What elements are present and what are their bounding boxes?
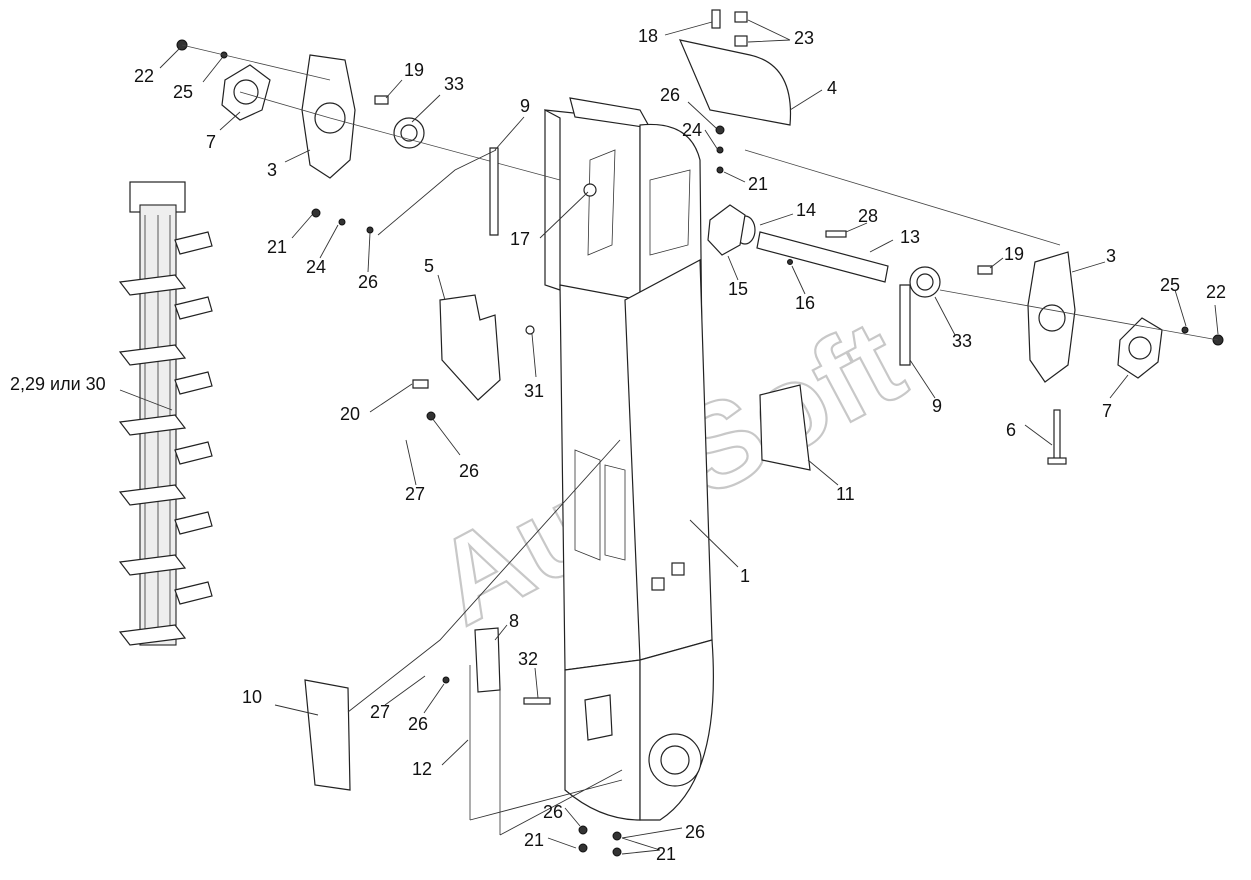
callout-22: 22 xyxy=(1206,282,1226,302)
callout-24: 24 xyxy=(306,257,326,277)
callout-27: 27 xyxy=(370,702,390,722)
callout-26: 26 xyxy=(459,461,479,481)
right-bearing-group xyxy=(744,149,1224,465)
callout-11: 11 xyxy=(836,484,855,504)
callout-27: 27 xyxy=(405,484,425,504)
callout-labels: 22 25 7 3 19 33 9 17 21 24 26 5 20 31 26… xyxy=(10,26,1226,864)
callout-3: 3 xyxy=(1106,246,1116,266)
callout-9: 9 xyxy=(932,396,942,416)
callout-19: 19 xyxy=(404,60,424,80)
callout-7: 7 xyxy=(206,132,216,152)
callout-10: 10 xyxy=(242,687,262,707)
shaft-group xyxy=(707,204,889,283)
callout-21: 21 xyxy=(267,237,287,257)
callout-26: 26 xyxy=(543,802,563,822)
left-bearing-group xyxy=(176,39,561,181)
callout-26: 26 xyxy=(408,714,428,734)
plates-group xyxy=(311,147,911,471)
callout-19: 19 xyxy=(1004,244,1024,264)
bottom-parts-group xyxy=(304,627,622,857)
callout-8: 8 xyxy=(509,611,519,631)
callout-33: 33 xyxy=(444,74,464,94)
leader-lines xyxy=(119,19,1219,855)
callout-4: 4 xyxy=(827,78,837,98)
callout-31: 31 xyxy=(524,381,544,401)
callout-14: 14 xyxy=(796,200,816,220)
chain-assembly-part-2 xyxy=(118,181,213,646)
callout-25: 25 xyxy=(1160,275,1180,295)
callout-7: 7 xyxy=(1102,401,1112,421)
callout-20: 20 xyxy=(340,404,360,424)
callout-1: 1 xyxy=(740,566,750,586)
callout-5: 5 xyxy=(424,256,434,276)
callout-23: 23 xyxy=(794,28,814,48)
housing-part-1 xyxy=(544,97,714,821)
callout-22: 22 xyxy=(134,66,154,86)
callout-16: 16 xyxy=(795,293,815,313)
callout-26: 26 xyxy=(660,85,680,105)
callout-33: 33 xyxy=(952,331,972,351)
callout-18: 18 xyxy=(638,26,658,46)
callout-2-29-30: 2,29 или 30 xyxy=(10,374,106,394)
callout-12: 12 xyxy=(412,759,432,779)
callout-21: 21 xyxy=(748,174,768,194)
callout-26: 26 xyxy=(358,272,378,292)
callout-25: 25 xyxy=(173,82,193,102)
callout-21: 21 xyxy=(524,830,544,850)
callout-24: 24 xyxy=(682,120,702,140)
guard-part-4 xyxy=(678,9,792,174)
callout-21: 21 xyxy=(656,844,676,864)
callout-3: 3 xyxy=(267,160,277,180)
callout-6: 6 xyxy=(1006,420,1016,440)
callout-28: 28 xyxy=(858,206,878,226)
callout-26: 26 xyxy=(685,822,705,842)
callout-32: 32 xyxy=(518,649,538,669)
callout-9: 9 xyxy=(520,96,530,116)
callout-13: 13 xyxy=(900,227,920,247)
callout-15: 15 xyxy=(728,279,748,299)
callout-17: 17 xyxy=(510,229,530,249)
